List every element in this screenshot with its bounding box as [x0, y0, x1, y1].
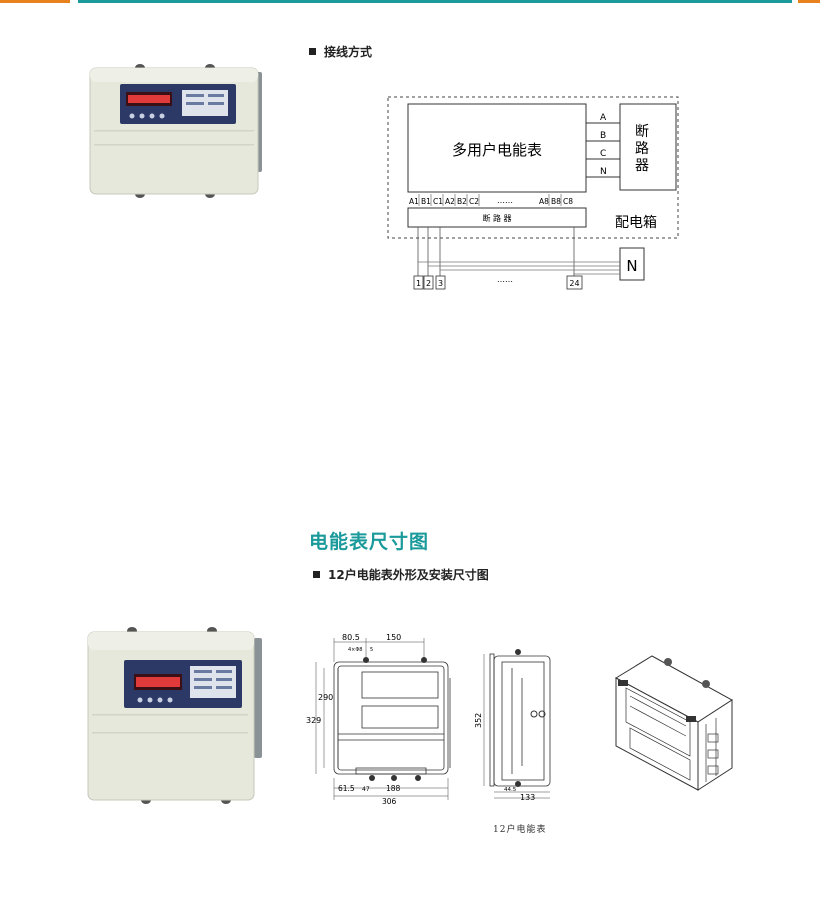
- phase-label-n: N: [600, 167, 607, 177]
- phase-label-b: B: [600, 131, 606, 141]
- terminal-a8: A8: [539, 197, 549, 206]
- dimensions-section-title: 电能表尺寸图: [309, 531, 430, 553]
- terminal-b1: B1: [421, 197, 431, 206]
- front-dimension-drawing: 80.5 150 4×Φ8 5 290 329 61.5 47 188 306: [306, 633, 451, 806]
- dim-290: 290: [318, 693, 333, 702]
- bottom-breaker-bar: [407, 207, 587, 228]
- dim-47: 47: [362, 786, 370, 793]
- neutral-label: N: [626, 257, 637, 275]
- neutral-box: [619, 247, 645, 281]
- bullet-square-icon: [313, 571, 320, 578]
- dim-329: 329: [306, 716, 321, 725]
- meter-product-photo-bottom: [87, 627, 262, 804]
- output-24: 24: [569, 279, 579, 288]
- isometric-drawing: [614, 655, 733, 791]
- distribution-box-label: 配电箱: [615, 215, 657, 231]
- terminal-b2: B2: [457, 197, 467, 206]
- meter-label: 多用户电能表: [452, 141, 542, 159]
- terminal-b8: B8: [551, 197, 561, 206]
- output-dots: ……: [497, 275, 513, 284]
- dim-44-5: 44.5: [504, 787, 517, 793]
- terminal-dots: ……: [497, 196, 513, 205]
- top-accent-bar-left: [0, 0, 70, 3]
- dim-352: 352: [474, 713, 483, 728]
- top-accent-bar-right: [798, 0, 820, 3]
- dim-188: 188: [386, 784, 401, 793]
- dim-5: 5: [370, 647, 373, 653]
- bottom-breaker-label: 断 路 器: [482, 213, 511, 223]
- output-2: 2: [426, 279, 431, 288]
- terminal-a2: A2: [445, 197, 455, 206]
- dim-61-5: 61.5: [338, 784, 355, 793]
- dimensions-subheading: 12户电能表外形及安装尺寸图: [313, 566, 489, 583]
- phase-label-a: A: [600, 113, 607, 123]
- meter-box: [407, 103, 587, 193]
- dim-80-5: 80.5: [342, 633, 360, 642]
- dim-holes: 4×Φ8: [348, 647, 363, 653]
- dim-150: 150: [386, 633, 401, 642]
- terminal-c8: C8: [563, 197, 573, 206]
- side-dimension-drawing: 352 44.5 133: [474, 649, 551, 802]
- terminal-c2: C2: [469, 197, 479, 206]
- output-3: 3: [438, 279, 443, 288]
- breaker-label-3: 器: [635, 158, 649, 174]
- wiring-diagram: 多用户电能表 断 路 器 A B C N A1 B1 C1 A2 B2 C2 ……: [387, 96, 679, 290]
- drawing-caption: 12户电能表: [493, 825, 547, 835]
- terminal-c1: C1: [433, 197, 443, 206]
- bullet-square-icon: [309, 48, 316, 55]
- wiring-heading: 接线方式: [309, 43, 372, 60]
- dim-306: 306: [382, 797, 397, 806]
- phase-label-c: C: [600, 149, 606, 159]
- breaker-label-1: 断: [635, 124, 649, 140]
- terminal-a1: A1: [409, 197, 419, 206]
- meter-product-photo-top: [89, 64, 262, 198]
- breaker-label-2: 路: [635, 141, 649, 157]
- output-1: 1: [416, 279, 421, 288]
- top-accent-bar: [78, 0, 792, 3]
- breaker-box: [619, 103, 677, 191]
- dim-133: 133: [520, 793, 535, 802]
